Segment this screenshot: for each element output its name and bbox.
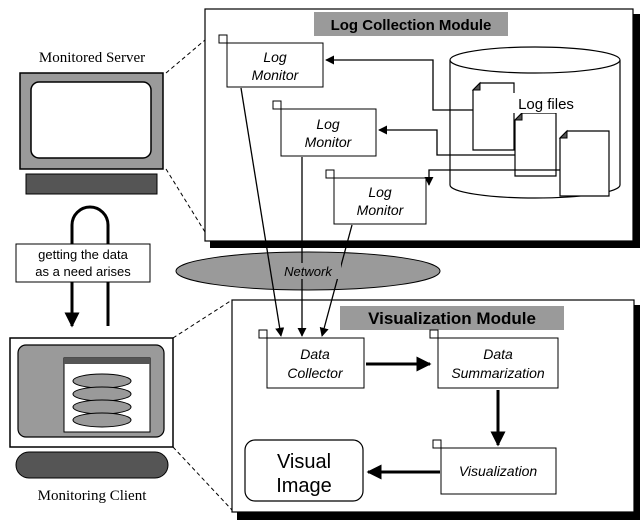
server-label: Monitored Server bbox=[39, 50, 145, 66]
monitoring-client-icon bbox=[9, 337, 174, 479]
visualization-label: Visualization bbox=[459, 463, 538, 479]
network-label: Network bbox=[284, 264, 333, 279]
monitor-to-collector-arrows bbox=[240, 87, 353, 337]
log-file-icon bbox=[558, 129, 610, 197]
visual-image-box bbox=[244, 439, 364, 502]
log-monitor-box bbox=[226, 42, 324, 88]
log-monitor-label-line2: Monitor bbox=[252, 67, 300, 83]
data-summarization-line2: Summarization bbox=[451, 365, 545, 381]
data-collector-line1: Data bbox=[300, 346, 330, 362]
data-summarization-box bbox=[437, 337, 559, 389]
data-collector-line2: Collector bbox=[287, 365, 344, 381]
log-module-title: Log Collection Module bbox=[331, 17, 492, 34]
log-monitor-label-line2: Monitor bbox=[357, 202, 405, 218]
data-fetch-loop bbox=[64, 205, 110, 328]
fetch-note-line1: getting the data bbox=[38, 247, 128, 262]
monitored-server-icon bbox=[19, 72, 164, 195]
log-file-icon bbox=[471, 81, 515, 151]
data-collector-box bbox=[266, 337, 365, 389]
zoom-connectors bbox=[165, 39, 233, 511]
log-monitor-label-line2: Monitor bbox=[305, 134, 353, 150]
log-collection-module: Log Collection Module Log files Log Moni… bbox=[204, 8, 640, 248]
fetch-note-box bbox=[15, 243, 151, 283]
log-monitor-label-line1: Log bbox=[263, 49, 287, 65]
visual-image-line1: Visual bbox=[277, 451, 331, 473]
log-monitor-box bbox=[280, 108, 377, 157]
log-monitor-label-line1: Log bbox=[316, 116, 340, 132]
viz-module-title: Visualization Module bbox=[368, 309, 536, 328]
client-label: Monitoring Client bbox=[38, 488, 148, 504]
visualization-box bbox=[440, 447, 557, 495]
log-file-icon bbox=[513, 111, 557, 177]
data-summarization-line1: Data bbox=[483, 346, 513, 362]
visual-image-line2: Image bbox=[276, 475, 332, 497]
visualization-module: Visualization Module Data Collector Data… bbox=[231, 299, 640, 520]
log-monitor-box bbox=[333, 177, 427, 225]
log-files-label: Log files bbox=[518, 96, 574, 113]
log-monitor-label-line1: Log bbox=[368, 184, 392, 200]
fetch-note-line2: as a need arises bbox=[35, 264, 131, 279]
